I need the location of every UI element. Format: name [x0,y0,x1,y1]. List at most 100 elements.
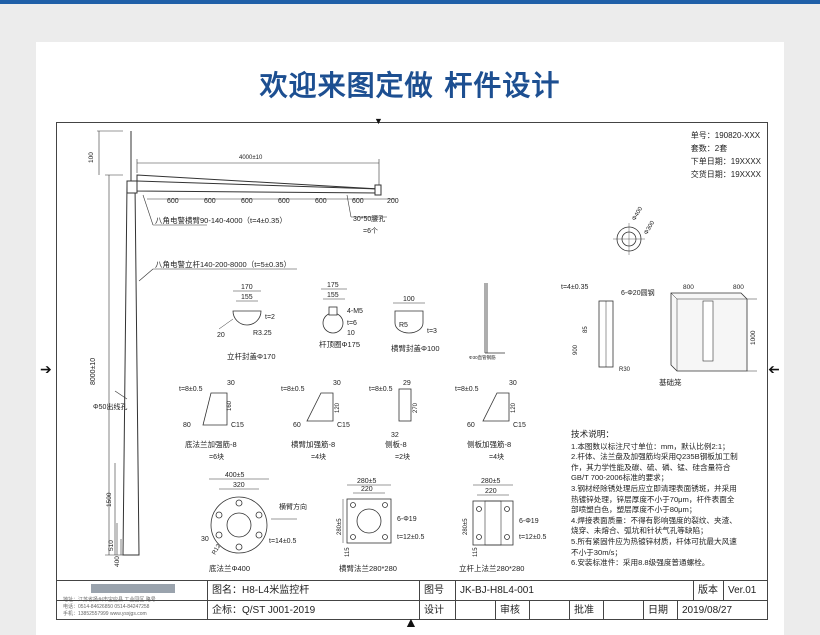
svg-text:4-M5: 4-M5 [347,308,363,315]
note-line: GB/T 700-2006标准的要求； [571,473,669,483]
date-label: 日期 [643,601,678,620]
delivery-date: 交货日期：19XXXX [690,170,761,179]
svg-text:30: 30 [227,380,235,387]
svg-text:60: 60 [293,422,301,429]
page-headline: 欢迎来图定做 杆件设计 [259,69,561,102]
hole-quantity: =6个 [363,227,378,235]
version-value: Ver.01 [723,581,766,600]
svg-text:30: 30 [333,380,341,387]
pole-assembly [97,130,395,556]
standard-value: Q/ST J001-2019 [242,605,316,616]
svg-text:175: 175 [327,282,339,289]
svg-text:600: 600 [167,198,179,205]
svg-text:270: 270 [413,402,419,413]
order-number: 单号：190820-XXX [690,131,761,140]
svg-text:220: 220 [361,486,373,493]
svg-text:t=2: t=2 [265,314,275,321]
pole-top-flange-detail: 280±5 220 280±5 6-Φ19 t=12±0.5 115 立杆上法兰… [459,478,546,573]
pole-ring-detail: 175 155 4-M5 t=6 10 杆顶圈Φ175 [319,282,363,349]
svg-text:100: 100 [403,296,415,303]
svg-text:Φ300: Φ300 [644,220,657,236]
svg-text:1000: 1000 [750,330,757,345]
side-plate: t=8±0.5 29 270 32 侧板-8 =2块 [369,380,419,461]
svg-text:85: 85 [583,326,589,333]
svg-text:30: 30 [509,380,517,387]
arm-cap-label: 横臂封盖Φ100 [391,343,440,353]
svg-text:Φ400: Φ400 [632,206,645,222]
svg-text:600: 600 [241,198,253,205]
bottom-flange-label: 底法兰Φ400 [209,563,250,573]
svg-text:t=14±0.5: t=14±0.5 [269,538,296,545]
svg-text:C15: C15 [513,422,526,429]
svg-text:=6块: =6块 [209,452,224,461]
review-label: 审核 [495,601,530,620]
svg-text:t=12±0.5: t=12±0.5 [397,534,424,541]
arm-cap-detail: 100 t=3 R5 横臂封盖Φ100 [391,296,440,353]
arm-length-dim: 4000±10 [239,155,263,161]
svg-text:280±5: 280±5 [481,478,501,485]
arm-flange-detail: 280±5 220 280±5 6-Φ19 t=12±0.5 115 横臂法兰2… [337,478,424,573]
pole-top-flange-label: 立杆上法兰280*280 [459,563,524,573]
date-value: 2019/08/27 [677,601,766,620]
svg-text:R12: R12 [212,543,223,556]
dim-1500: 1500 [106,492,113,507]
arm-flange-label: 横臂法兰280*280 [339,563,397,573]
note-line: 5.所有紧固件应为热镀锌材质，杆体可抗最大风速 [571,536,737,546]
svg-text:20: 20 [217,332,225,339]
drawing-no-label: 图号 [419,581,454,600]
svg-text:=4块: =4块 [489,452,504,461]
svg-text:30: 30 [201,536,209,543]
svg-text:C15: C15 [337,422,350,429]
svg-text:t=12±0.5: t=12±0.5 [519,534,546,541]
technical-notes: 技术说明： 1.本图数以标注尺寸单位：mm，默认比例2:1； 2.杆体、法兰盘及… [571,429,757,569]
notes-heading: 技术说明： [571,429,614,439]
note-line: 2.杆体、法兰盘及加强筋均采用Q235B钢板加工制 [571,452,738,462]
order-info: 单号：190820-XXX 套数：2套 下单日期：19XXXX 交货日期：19X… [691,129,761,181]
svg-text:320: 320 [233,482,245,489]
title-block: 地址：江苏省扬州市宝应县 工业园区 路号 电话：0514-84626850 05… [57,580,767,620]
svg-text:800: 800 [683,284,694,291]
svg-text:60: 60 [467,422,475,429]
svg-text:29: 29 [403,380,411,387]
anchor-rod-detail: Φ30直管钢筋 [469,283,505,361]
svg-text:R5: R5 [399,322,408,329]
note-line: 3.钢材经除锈处理后应立即清理表面锈斑，并采用 [571,483,737,493]
drawing-name-value: H8-L4米监控杆 [242,585,310,596]
svg-text:120: 120 [335,402,341,413]
content-card: 欢迎来图定做 杆件设计 [36,42,784,635]
design-label: 设计 [419,601,454,620]
note-line: 6.安装标准件：采用8.8级强度普通螺栓。 [571,558,710,568]
version-label: 版本 [693,581,724,600]
svg-text:170: 170 [241,284,253,291]
pole-cap-detail: 170 155 t=2 20 R3.25 立杆封盖Φ170 [217,284,276,361]
svg-text:160: 160 [227,400,233,411]
svg-text:600: 600 [278,198,290,205]
svg-text:155: 155 [327,292,339,299]
svg-text:115: 115 [473,547,479,557]
top-accent-bar [0,0,820,4]
svg-text:C15: C15 [231,422,244,429]
top-dim: 100 [88,152,95,163]
svg-text:220: 220 [485,488,497,495]
svg-text:Φ30直管钢筋: Φ30直管钢筋 [469,354,496,361]
svg-text:t=8±0.5: t=8±0.5 [369,386,393,393]
svg-text:t=4±0.35: t=4±0.35 [561,284,588,291]
svg-text:t=3: t=3 [427,328,437,335]
svg-text:=2块: =2块 [395,452,410,461]
svg-text:t=6: t=6 [347,320,357,327]
svg-text:横臂加强筋-8: 横臂加强筋-8 [291,439,335,449]
technical-drawing: 4000±10 100 600 600 600 600 600 600 200 … [88,130,757,573]
order-date: 下单日期：19XXXX [690,157,761,166]
svg-text:t=8±0.5: t=8±0.5 [281,386,305,393]
svg-text:400±5: 400±5 [225,472,245,479]
svg-text:6-Φ20圆钢: 6-Φ20圆钢 [621,288,655,297]
note-line: 热镀锌处理，锌层厚度不小于70μm，杆件表面全 [571,494,735,504]
svg-text:280±5: 280±5 [357,478,377,485]
svg-text:底法兰加强筋-8: 底法兰加强筋-8 [185,439,237,449]
rib-bottom-flange: t=8±0.5 30 160 80 C15 底法兰加强筋-8 =6块 [179,380,244,461]
svg-text:280±5: 280±5 [463,518,469,535]
left-center-arrow: ➔ [40,361,52,377]
svg-text:115: 115 [345,547,351,557]
svg-text:t=8±0.5: t=8±0.5 [455,386,479,393]
svg-text:600: 600 [352,198,364,205]
